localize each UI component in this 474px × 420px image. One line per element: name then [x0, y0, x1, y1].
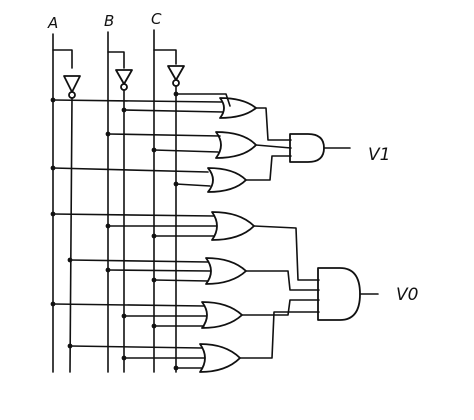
or-gate-1: [219, 97, 257, 119]
or-gate-4: [211, 211, 255, 241]
not-gate-b: [115, 69, 133, 91]
output-label-v0: V0: [396, 285, 418, 305]
or-gate-7: [199, 343, 241, 373]
wires-group-1: [50, 91, 351, 187]
rail-not-a: [69, 97, 73, 373]
input-label-b: B: [104, 12, 114, 30]
or-gate-6: [201, 301, 243, 329]
and-gate-v1: [289, 133, 325, 163]
and-gate-v0: [317, 267, 361, 321]
input-label-a: A: [47, 14, 58, 32]
wires-group-2: [50, 211, 379, 371]
input-label-c: C: [151, 10, 162, 28]
not-gate-a: [63, 75, 81, 99]
inverted-rails: [69, 85, 177, 373]
input-rails: [52, 29, 177, 373]
or-gate-3: [207, 167, 247, 193]
or-gate-5: [205, 257, 247, 285]
output-label-v1: V1: [368, 145, 390, 165]
or-gate-2: [215, 131, 257, 159]
not-gate-c: [167, 65, 185, 87]
